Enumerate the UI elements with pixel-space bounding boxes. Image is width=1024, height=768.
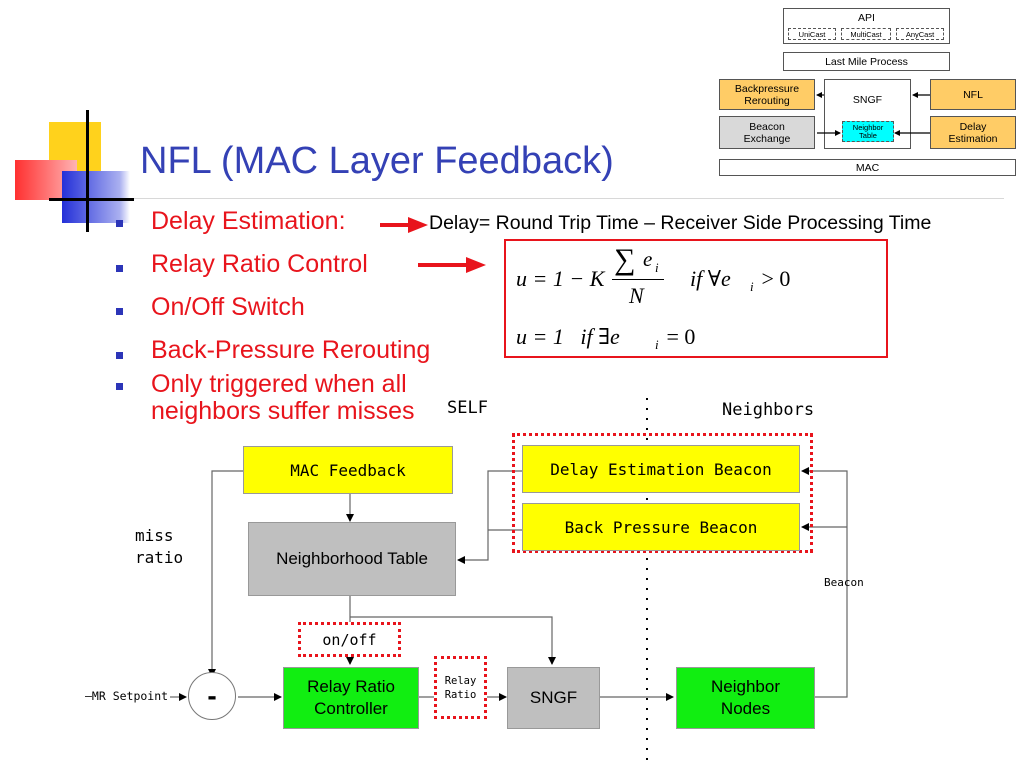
self-label: SELF xyxy=(447,398,488,418)
relay-ratio-label-2: Ratio xyxy=(444,688,477,701)
bullet-marker xyxy=(116,265,123,272)
delay-formula-text: Delay= Round Trip Time – Receiver Side P… xyxy=(429,212,932,234)
bullet-marker xyxy=(116,308,123,315)
arch-sngf-label: SNGF xyxy=(852,94,883,106)
bullet-delay-estimation: Delay Estimation: xyxy=(151,207,346,235)
last-mile-box: Last Mile Process xyxy=(783,52,950,71)
api-label: API xyxy=(858,12,875,24)
backpressure-box: Backpressure Rerouting xyxy=(719,79,815,110)
formula-fraction-bar xyxy=(612,279,664,280)
arch-delay-label-1: Delay xyxy=(959,120,987,133)
logo-blue-square xyxy=(62,171,130,223)
back-pressure-beacon-box: Back Pressure Beacon xyxy=(522,503,800,551)
neighbor-nodes-label-2: Nodes xyxy=(720,699,771,718)
sngf-box: SNGF xyxy=(507,667,600,729)
relay-ratio-label-1: Relay xyxy=(444,674,477,687)
neighbor-table-label-1: Neighbor xyxy=(852,122,884,132)
beacon-exchange-label-2: Exchange xyxy=(743,132,791,145)
formula-cond1-sub: i xyxy=(750,279,754,294)
title-underline xyxy=(134,198,1004,199)
arch-nfl-box: NFL xyxy=(930,79,1016,110)
formula-cond1: if ∀e xyxy=(690,266,731,291)
bullet-on-off: On/Off Switch xyxy=(151,293,305,321)
neighbor-table-box: Neighbor Table xyxy=(842,121,894,142)
minus-comparator: - xyxy=(188,672,236,720)
formula-u-eq: u = 1 − K xyxy=(516,266,605,291)
bullet-back-pressure: Back-Pressure Rerouting xyxy=(151,336,431,364)
formula-cond2-tail: = 0 xyxy=(661,324,696,349)
bullet-marker xyxy=(116,220,123,227)
formula-ei-sub: i xyxy=(655,260,659,275)
formula-box: u = 1 − K ∑ e i N if ∀e i > 0 u = 1 if ∃… xyxy=(504,239,888,358)
bullet-marker xyxy=(116,383,123,390)
formula-u-eq2: u = 1 if ∃e xyxy=(516,324,620,349)
logo-vertical-line xyxy=(86,110,89,232)
relay-ratio-controller-label-2: Controller xyxy=(314,699,388,718)
multicast-box: MultiCast xyxy=(841,28,891,40)
backpressure-label-1: Backpressure xyxy=(734,82,800,95)
neighbor-nodes-box: Neighbor Nodes xyxy=(676,667,815,729)
relay-ratio-label: Relay Ratio xyxy=(434,656,487,719)
formula-cond2-sub: i xyxy=(655,337,659,352)
mr-setpoint-label: —MR Setpoint xyxy=(85,689,169,703)
red-arrow xyxy=(380,217,428,233)
formula-n: N xyxy=(629,283,644,308)
backpressure-label-2: Rerouting xyxy=(744,94,790,107)
beacon-exchange-box: Beacon Exchange xyxy=(719,116,815,149)
arch-sngf-box: SNGF Neighbor Table xyxy=(824,79,911,149)
arch-delay-box: Delay Estimation xyxy=(930,116,1016,149)
arch-delay-label-2: Estimation xyxy=(948,132,998,145)
mac-feedback-box: MAC Feedback xyxy=(243,446,453,494)
formula-sum: ∑ xyxy=(614,243,636,276)
neighbor-beacons-group xyxy=(512,433,813,553)
beacon-exchange-label-1: Beacon xyxy=(749,120,785,133)
page-title: NFL (MAC Layer Feedback) xyxy=(140,140,614,182)
logo-horizontal-line xyxy=(49,198,134,201)
neighbors-label: Neighbors xyxy=(722,400,815,420)
red-arrow xyxy=(418,257,486,273)
api-box: API UniCast MultiCast AnyCast xyxy=(783,8,950,44)
bullet-marker xyxy=(116,352,123,359)
bullet-triggered-line2: neighbors suffer misses xyxy=(151,397,415,425)
ratio-label: ratio xyxy=(135,548,184,567)
miss-label: miss xyxy=(135,526,174,545)
on-off-label: on/off xyxy=(298,622,401,657)
mac-box: MAC xyxy=(719,159,1016,176)
formula-cond1-tail: > 0 xyxy=(756,266,791,291)
delay-estimation-beacon-box: Delay Estimation Beacon xyxy=(522,445,800,493)
bullet-relay-ratio: Relay Ratio Control xyxy=(151,250,368,278)
relay-ratio-controller-label-1: Relay Ratio xyxy=(307,677,395,696)
anycast-box: AnyCast xyxy=(896,28,944,40)
unicast-box: UniCast xyxy=(788,28,836,40)
beacon-label: Beacon xyxy=(824,576,864,589)
formula-ei: e xyxy=(643,247,653,271)
bullet-triggered-line1: Only triggered when all xyxy=(151,370,407,398)
relay-ratio-controller-box: Relay Ratio Controller xyxy=(283,667,419,729)
neighbor-table-label-2: Table xyxy=(859,130,877,140)
neighborhood-table-box: Neighborhood Table xyxy=(248,522,456,596)
neighbor-nodes-label-1: Neighbor xyxy=(711,677,780,696)
